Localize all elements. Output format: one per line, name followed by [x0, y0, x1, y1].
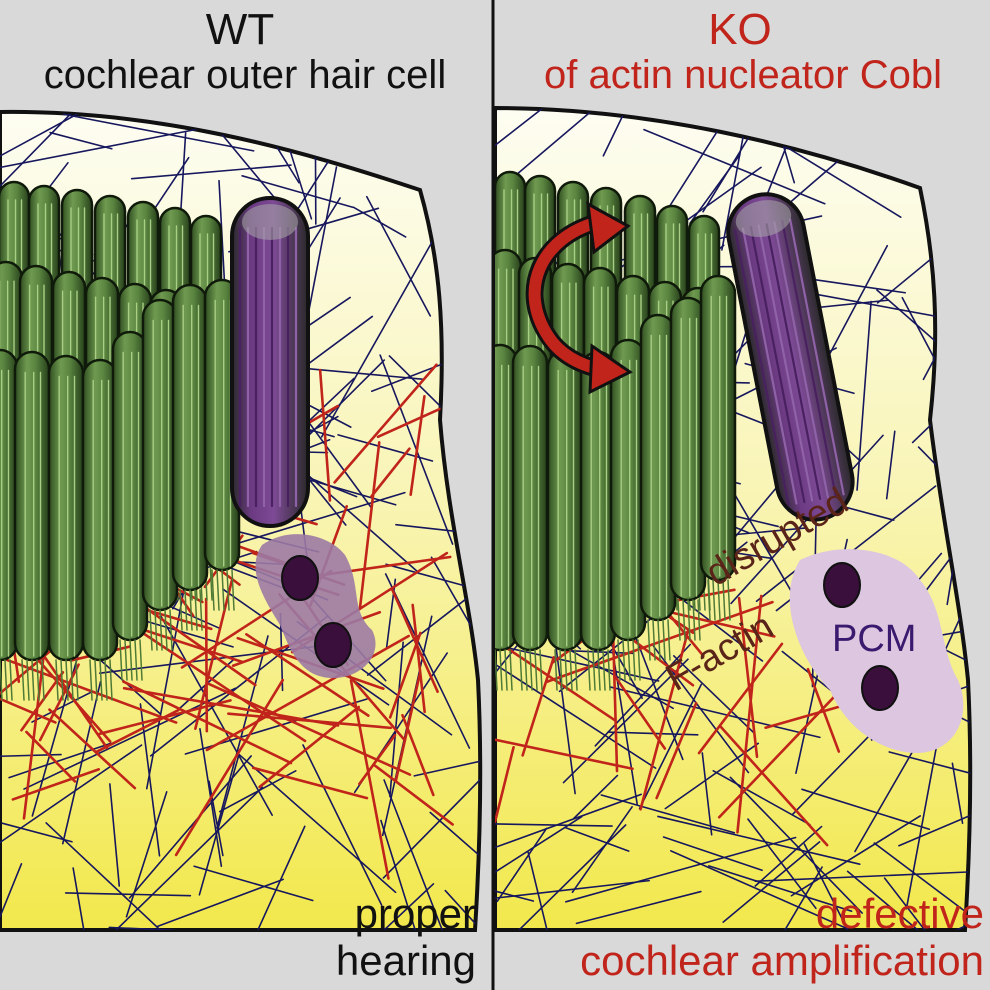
ko-outcome-line1: defective [600, 893, 984, 935]
wt-subtitle: cochlear outer hair cell [0, 55, 490, 95]
wt-nucleus-1 [282, 556, 318, 600]
ko-nucleus-2 [862, 666, 898, 710]
wt-nucleus-2 [315, 623, 351, 667]
ko-subtitle: of actin nucleator Cobl [496, 55, 990, 95]
wt-kinocilium [232, 198, 308, 526]
ko-panel [403, 25, 990, 981]
wt-outcome-line1: proper [200, 893, 476, 935]
wt-title: WT [140, 8, 340, 52]
ko-nucleus-1 [824, 563, 860, 607]
ko-title: KO [640, 8, 840, 52]
ko-label-pcm: PCM [832, 620, 916, 658]
ko-outcome-line2: cochlear amplification [496, 940, 984, 982]
wt-panel [0, 43, 553, 990]
wt-outcome-line2: hearing [200, 940, 476, 982]
